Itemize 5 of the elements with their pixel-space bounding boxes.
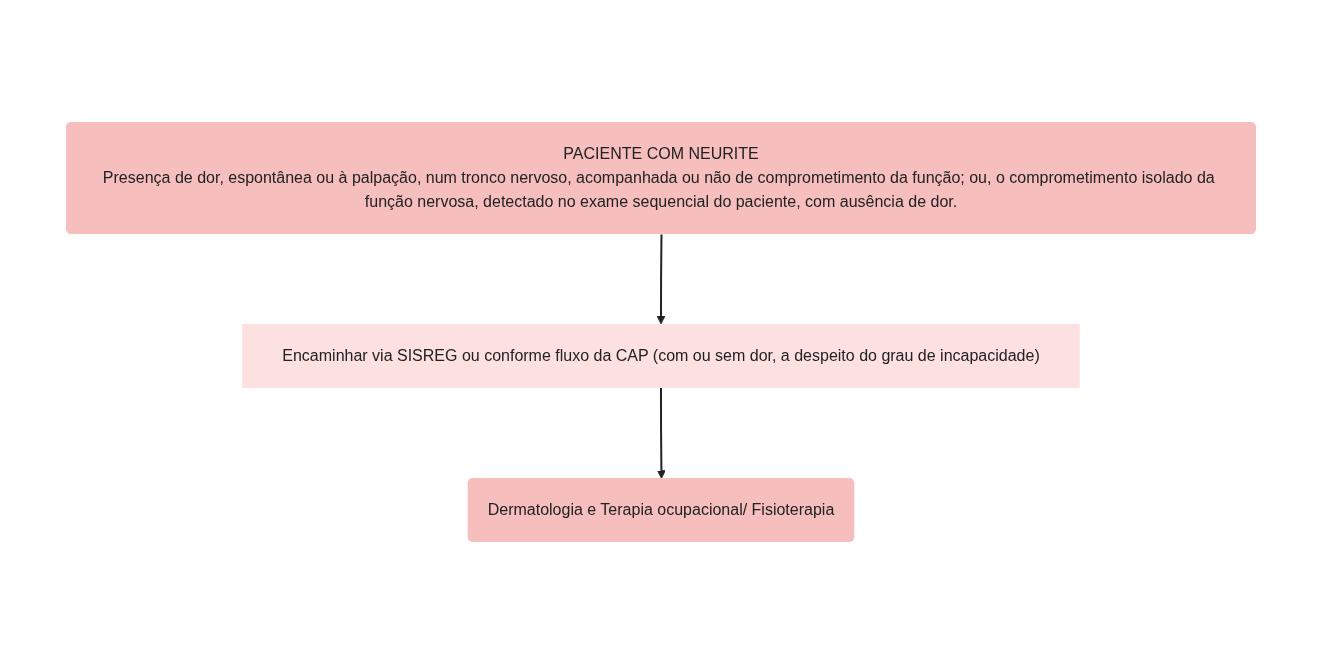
- arrow: [656, 233, 666, 325]
- arrow: [657, 387, 666, 479]
- node-box: Encaminhar via SISREG ou conforme fluxo da CAP (com ou sem dor, a despeito do grau de incapacidade): [242, 324, 1080, 388]
- node-box: PACIENTE COM NEURITE Presença de dor, espontânea ou à palpação, num tronco nervoso, acompanhada ou não de comprometimento da função; ou, o comprometimento isolado da função nervosa, detectado no exame sequencial do paciente, com ausência de dor.: [66, 122, 1256, 234]
- node-box: Dermatologia e Terapia ocupacional/ Fisioterapia: [467, 478, 855, 542]
